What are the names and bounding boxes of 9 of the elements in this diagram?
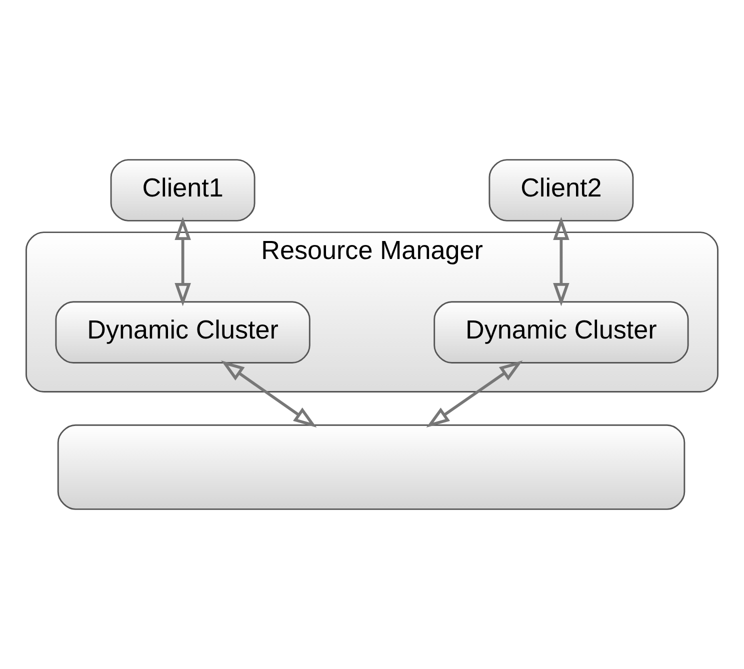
arrow bbox=[553, 216, 570, 306]
node-box: Dynamic Cluster bbox=[434, 301, 689, 364]
node-box: Dynamic Cluster bbox=[55, 301, 310, 364]
arrow bbox=[426, 360, 523, 428]
node-box: Client1 bbox=[110, 159, 256, 222]
arrow bbox=[174, 216, 191, 306]
node-box: Client2 bbox=[488, 159, 634, 222]
arrow bbox=[221, 360, 317, 428]
node-box bbox=[57, 424, 686, 510]
